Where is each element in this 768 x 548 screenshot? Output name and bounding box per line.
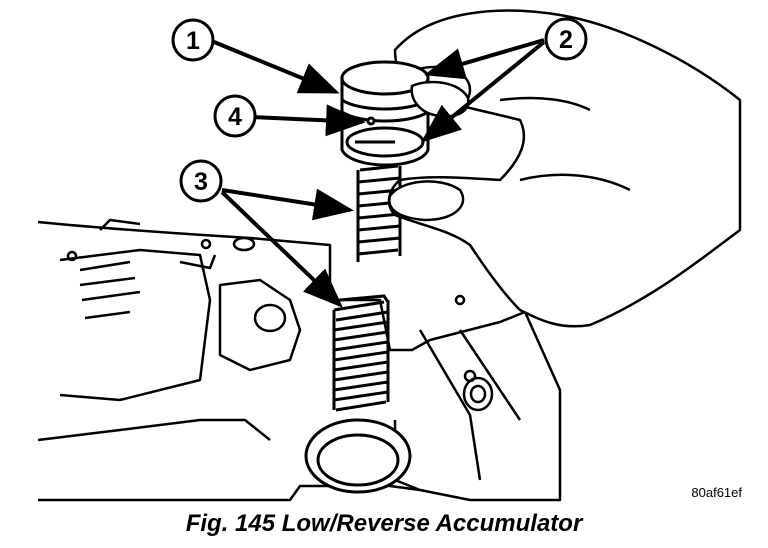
outer-spring [332,294,390,412]
image-code: 80af61ef [691,485,742,500]
arrow-4 [251,104,366,137]
callout-2: 2 [544,17,588,61]
arrow-3b [220,190,343,308]
leader-arrows [213,38,546,308]
svg-text:3: 3 [194,168,208,196]
callout-4: 4 [213,94,257,138]
arrow-1 [213,40,340,94]
callout-1: 1 [171,18,215,62]
arrow-2a [424,38,545,80]
svg-text:4: 4 [228,103,242,131]
accumulator-bore [304,418,412,494]
arrow-3a [221,188,354,221]
figure-caption: Fig. 145 Low/Reverse Accumulator [185,510,583,537]
svg-text:1: 1 [186,27,200,55]
arrow-2b [420,40,546,143]
callout-3: 3 [179,159,223,203]
accumulator-piston [340,60,430,167]
svg-text:2: 2 [559,26,573,54]
inner-spring [356,164,402,262]
